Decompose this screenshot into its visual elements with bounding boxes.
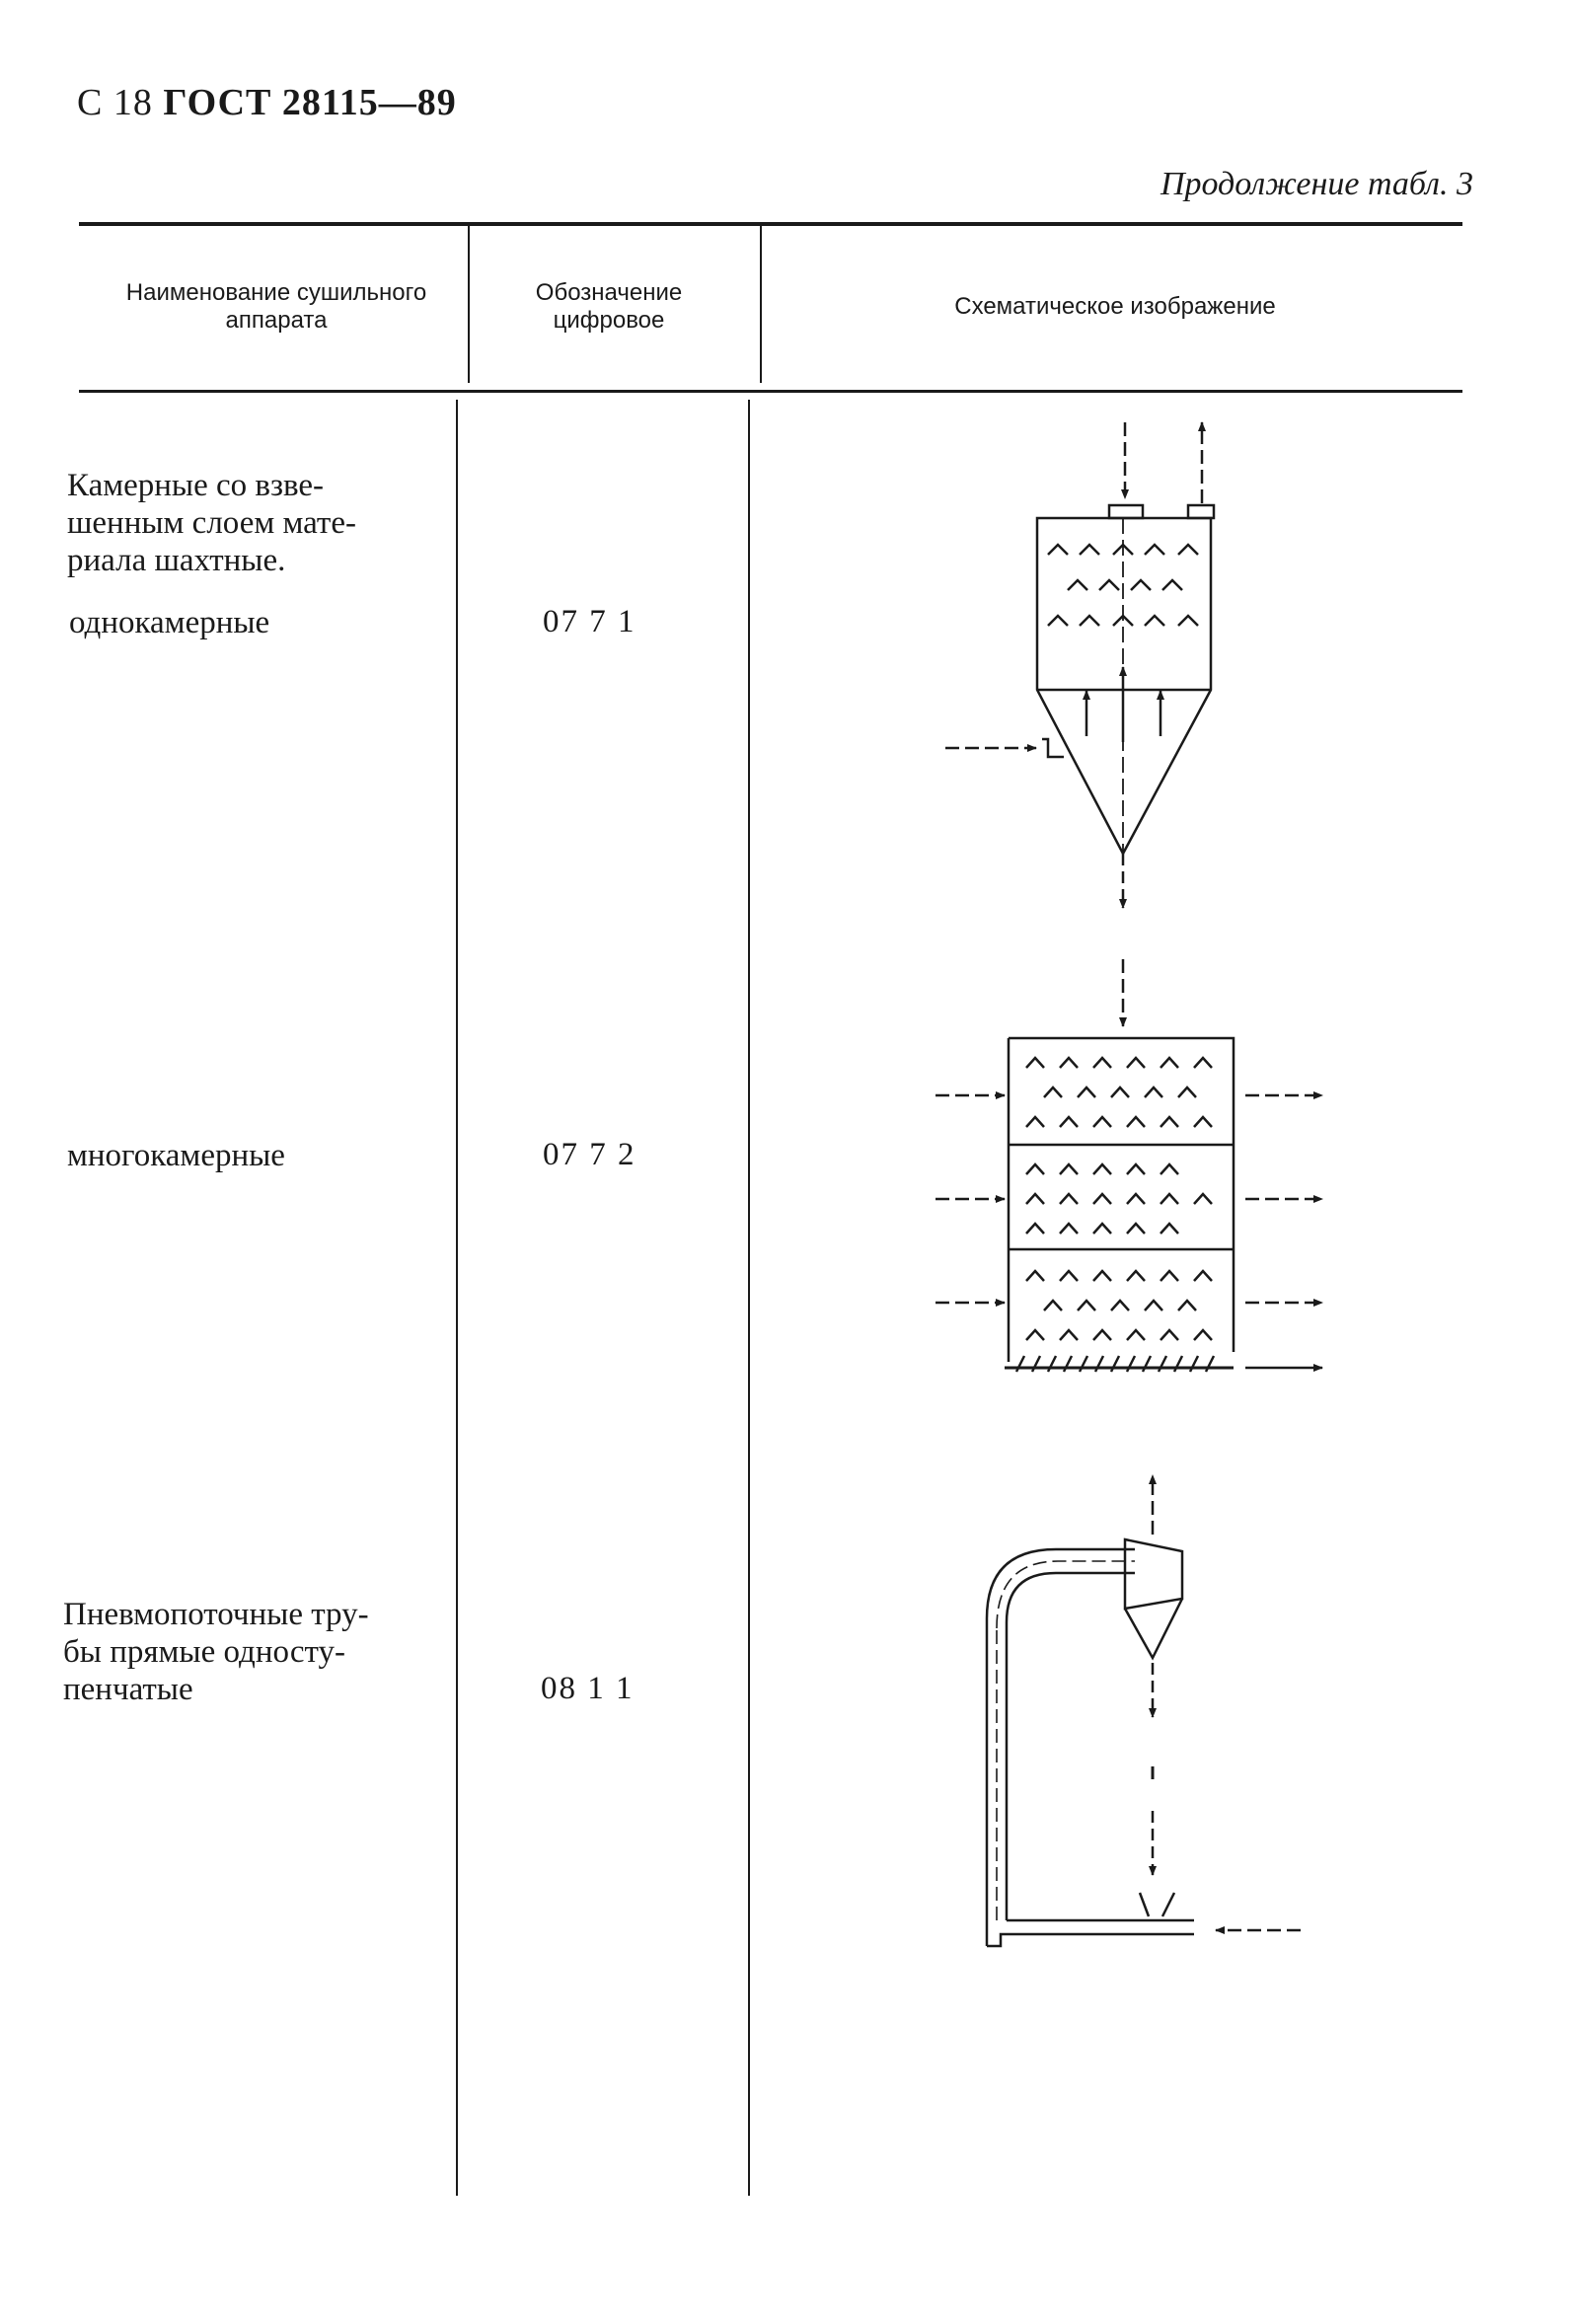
multi-chamber-dryer-icon [936, 959, 1323, 1373]
table-continuation-note: Продолжение табл. 3 [1160, 166, 1473, 202]
single-chamber-shaft-dryer-icon [945, 421, 1216, 909]
column-divider-2 [748, 400, 750, 2196]
column-divider-1 [456, 400, 458, 2196]
column-divider-2-header [760, 225, 762, 383]
table-top-rule [79, 222, 1462, 226]
pneumatic-tube-dryer-icon [985, 1474, 1301, 1948]
table-header-bottom-rule [79, 390, 1462, 393]
column-header-schematic: Схематическое изображение [954, 293, 1276, 320]
group-title: Камерные со взве- шенным слоем мате- риа… [67, 468, 356, 578]
page-number: С 18 [77, 82, 164, 123]
row-name-single-chamber: однокамерные [69, 605, 270, 640]
standard-title: ГОСТ 28115—89 [163, 82, 457, 123]
column-divider-1-header [468, 225, 470, 383]
row-code-single-chamber: 07 7 1 [543, 604, 636, 639]
row-code-pneumatic-tube: 08 1 1 [541, 1671, 635, 1706]
column-header-name: Наименование сушильного аппарата [125, 279, 427, 334]
row-code-multi-chamber: 07 7 2 [543, 1137, 636, 1172]
column-header-code: Обозначение цифровое [535, 279, 683, 334]
row-name-pneumatic-tube: Пневмопоточные тру- бы прямые односту- п… [63, 1597, 369, 1707]
page-header: С 18 ГОСТ 28115—89 [77, 81, 457, 124]
row-name-multi-chamber: многокамерные [67, 1138, 285, 1173]
